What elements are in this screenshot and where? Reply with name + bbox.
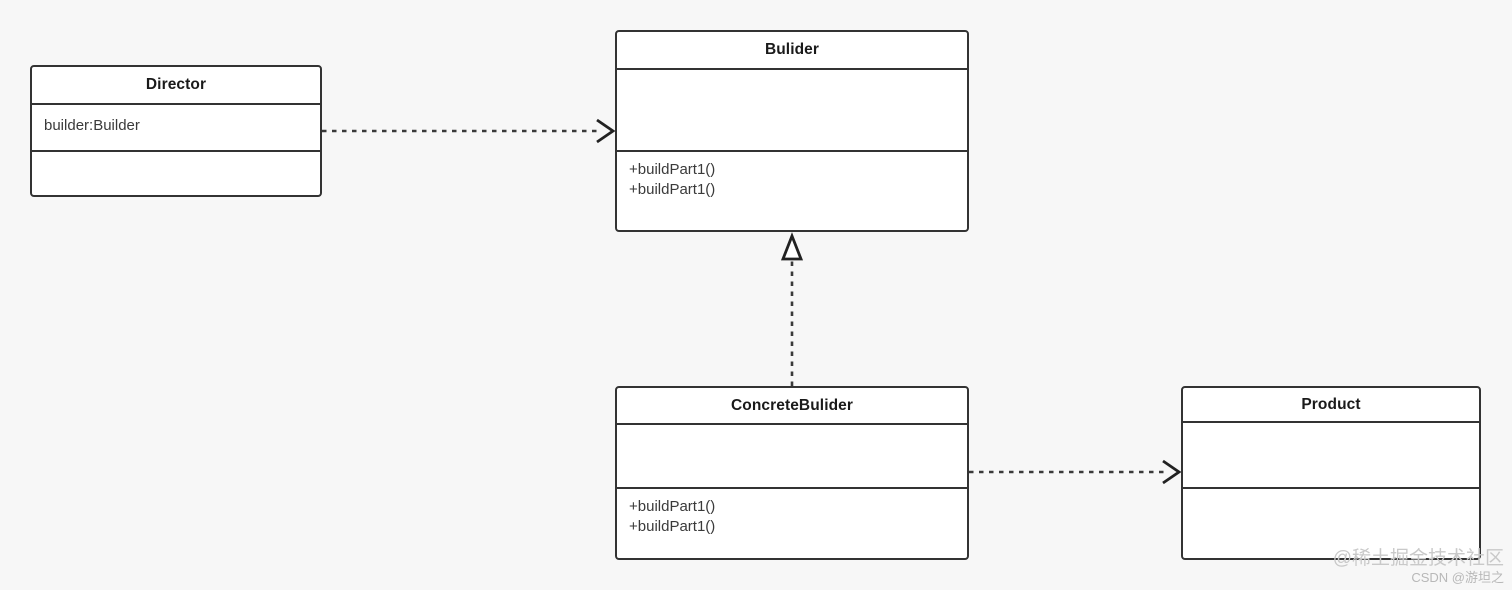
class-box-product[interactable]: Product [1181, 386, 1481, 560]
class-attributes-product [1183, 423, 1479, 489]
class-methods-builder: +buildPart1() +buildPart1() [617, 152, 967, 230]
method-item: +buildPart1() [629, 161, 716, 178]
class-attributes-builder [617, 70, 967, 152]
class-attributes-concrete-builder [617, 425, 967, 489]
method-item: +buildPart1() [629, 518, 716, 535]
class-attributes-director: builder:Builder [32, 105, 320, 152]
class-header-product: Product [1183, 388, 1479, 423]
class-methods-concrete-builder: +buildPart1() +buildPart1() [617, 489, 967, 558]
attribute-item: builder:Builder [44, 117, 140, 134]
class-header-concrete-builder: ConcreteBulider [617, 388, 967, 425]
class-box-concrete-builder[interactable]: ConcreteBulider +buildPart1() +buildPart… [615, 386, 969, 560]
class-header-director: Director [32, 67, 320, 105]
watermark-secondary: CSDN @游坦之 [1411, 570, 1504, 585]
method-item: +buildPart1() [629, 181, 716, 198]
class-methods-director [32, 152, 320, 195]
class-name-concrete-builder: ConcreteBulider [730, 396, 854, 414]
class-name-director: Director [145, 76, 207, 93]
edge-concrete-to-product [969, 459, 1182, 485]
edge-director-to-builder [322, 118, 616, 144]
class-name-product: Product [1301, 395, 1361, 413]
class-box-builder[interactable]: Bulider +buildPart1() +buildPart1() [615, 30, 969, 232]
class-methods-product [1183, 489, 1479, 558]
class-name-builder: Bulider [764, 41, 820, 58]
class-header-builder: Bulider [617, 32, 967, 70]
class-box-director[interactable]: Director builder:Builder [30, 65, 322, 197]
edge-concrete-to-builder [780, 232, 804, 386]
method-item: +buildPart1() [629, 498, 716, 515]
